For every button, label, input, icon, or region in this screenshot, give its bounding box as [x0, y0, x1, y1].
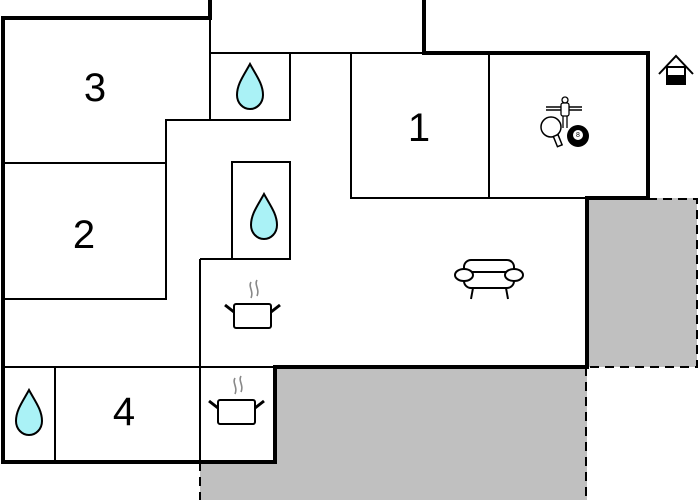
- water-drop-icon: [235, 61, 265, 111]
- terrace-bottom: [199, 367, 587, 500]
- entrance-icon: [658, 54, 694, 85]
- room-4-label: 4: [113, 390, 135, 434]
- sofa-icon: [454, 259, 524, 300]
- room-3-label: 3: [84, 66, 106, 110]
- water-drop-icon: [249, 191, 279, 241]
- cooking-pot-icon: [208, 375, 265, 425]
- cooking-pot-icon: [224, 279, 281, 329]
- room-1-label: 1: [408, 106, 430, 150]
- game-room-icon: 8: [540, 96, 589, 148]
- interior-walls: [3, 18, 587, 462]
- exterior-walls: [1, 0, 650, 464]
- room-2-label: 2: [73, 213, 95, 257]
- water-drop-icon: [14, 387, 44, 437]
- billiard-ball-number: 8: [576, 132, 580, 139]
- terrace-right: [587, 198, 698, 368]
